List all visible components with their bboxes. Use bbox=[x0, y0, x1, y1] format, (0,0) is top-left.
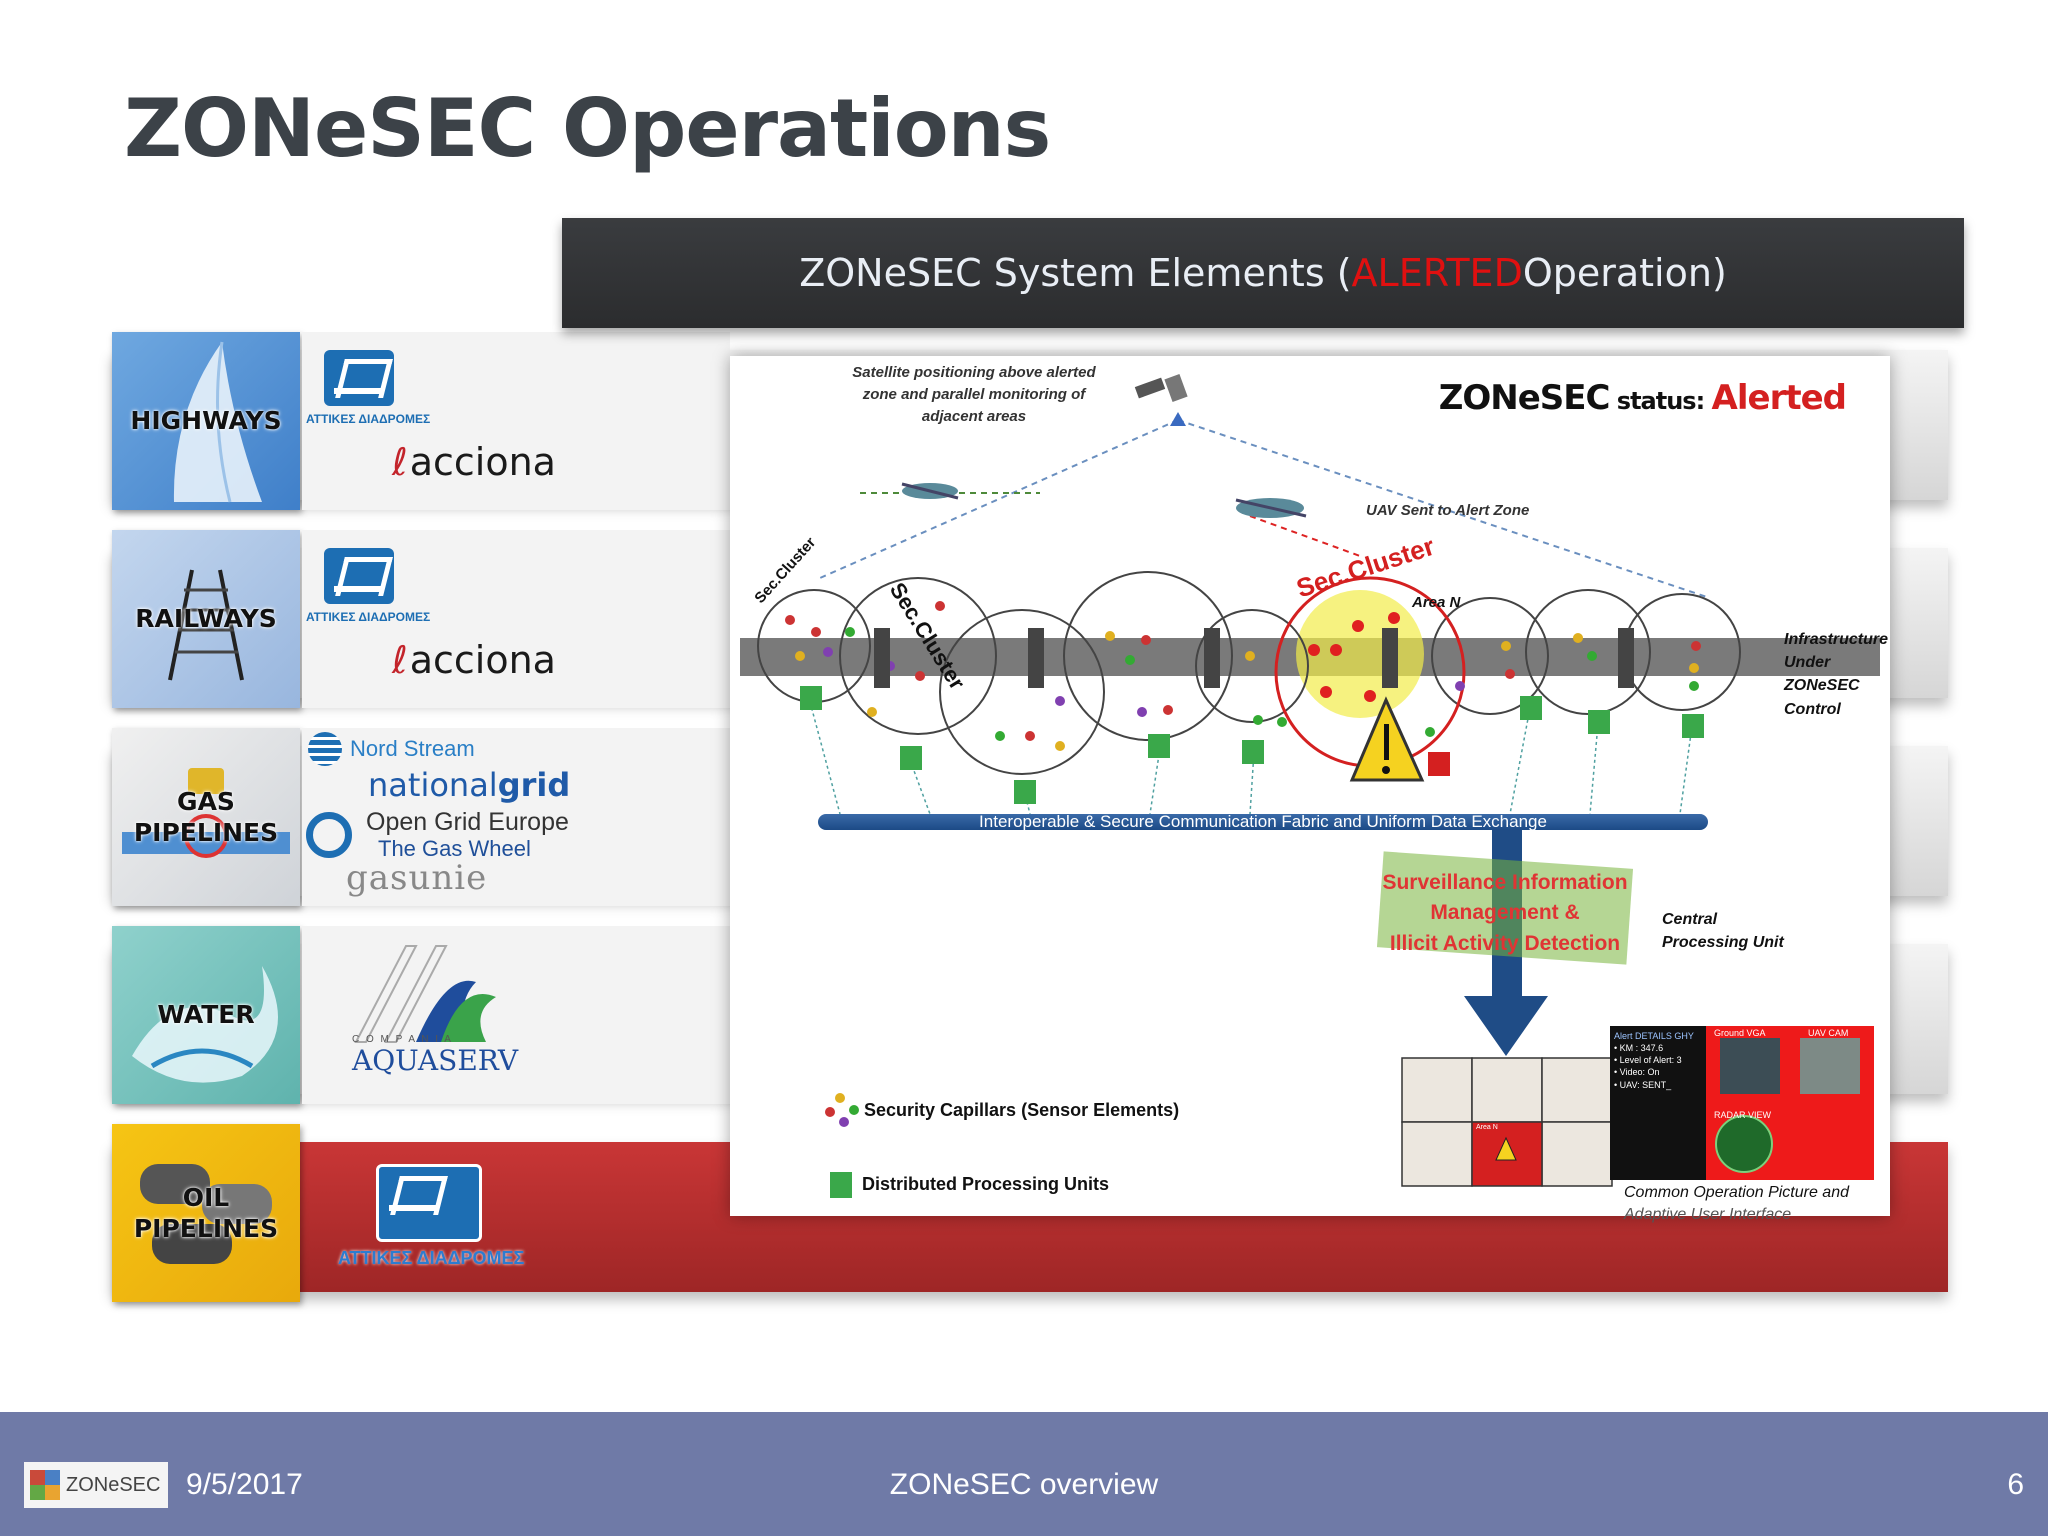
sector-logos: Nord Stream nationalgrid Open Grid Europ… bbox=[302, 728, 730, 906]
processing-units bbox=[800, 686, 1704, 804]
compania-text: C O M P A N I A bbox=[352, 1034, 453, 1045]
cop-radar-label: RADAR VIEW bbox=[1714, 1110, 1772, 1120]
railway-track-icon bbox=[168, 569, 244, 681]
footer-title: ZONeSEC overview bbox=[889, 1468, 1159, 1501]
header-suffix: Operation) bbox=[1522, 251, 1727, 295]
footer-date: 9/5/2017 bbox=[186, 1468, 303, 1501]
open-grid-europe-logo: Open Grid Europe bbox=[366, 808, 569, 836]
legend-security-capillars: Security Capillars (Sensor Elements) bbox=[864, 1100, 1180, 1120]
aquaserv-emblem bbox=[354, 945, 496, 1043]
diagram-graphics bbox=[740, 373, 1880, 1198]
pipeline-valves bbox=[874, 628, 1634, 688]
nord-stream-logo: Nord Stream bbox=[350, 736, 475, 761]
attikes-diadromes-logo bbox=[324, 350, 394, 406]
sector-logos: ΑΤΤΙΚΕΣ ΔΙΑΔΡΟΜΕΣ ℓacciona bbox=[302, 332, 730, 510]
national-grid-logo: nationalgrid bbox=[368, 766, 571, 804]
sector-label: HIGHWAYS bbox=[130, 406, 282, 436]
cop-alert-details: Alert DETAILS GHY • KM : 347.6• Level of… bbox=[1614, 1031, 1694, 1090]
acciona-logo: ℓacciona bbox=[392, 440, 556, 484]
cop-uav-cam-label: UAV CAM bbox=[1808, 1028, 1849, 1038]
system-elements-header: ZONeSEC System Elements (ALERTED Operati… bbox=[562, 218, 1964, 328]
oil-pipes-icon bbox=[140, 1164, 272, 1264]
legend-distributed-processing-units: Distributed Processing Units bbox=[862, 1174, 1110, 1194]
cop-warning-icon bbox=[1495, 1136, 1517, 1161]
sector-logos: ΑΤΤΙΚΕΣ ΔΙΑΔΡΟΜΕΣ bbox=[302, 1124, 730, 1302]
sector-logos: ΑΤΤΙΚΕΣ ΔΙΑΔΡΟΜΕΣ ℓacciona bbox=[302, 530, 730, 708]
open-grid-europe-icon bbox=[306, 812, 352, 858]
railways-tile: RAILWAYS bbox=[112, 530, 300, 708]
cop-details-pane bbox=[1610, 1026, 1706, 1180]
attikes-diadromes-text: ΑΤΤΙΚΕΣ ΔΙΑΔΡΟΜΕΣ bbox=[338, 1248, 525, 1268]
area-label: Area N bbox=[1412, 594, 1461, 611]
uav-icon bbox=[1235, 498, 1307, 518]
legend-dpu-icon bbox=[830, 1172, 852, 1198]
page-number: 6 bbox=[2007, 1468, 2024, 1501]
sector-label: WATER bbox=[157, 1000, 255, 1030]
attikes-diadromes-text: ΑΤΤΙΚΕΣ ΔΙΑΔΡΟΜΕΣ bbox=[306, 610, 431, 624]
acciona-logo: ℓacciona bbox=[392, 638, 556, 682]
water-splash-icon bbox=[132, 966, 278, 1083]
sector-label: GAS PIPELINES bbox=[133, 786, 279, 847]
water-tile: WATER bbox=[112, 926, 300, 1104]
sector-logos: C O M P A N I A AQUASERV bbox=[302, 926, 730, 1104]
gas-valve-icon bbox=[122, 768, 290, 858]
aquaserv-logo: AQUASERV bbox=[352, 1044, 519, 1077]
nord-stream-icon bbox=[308, 732, 342, 766]
highways-tile: HIGHWAYS bbox=[112, 332, 300, 510]
cop-grid bbox=[1401, 1057, 1613, 1187]
sensor-dots bbox=[785, 601, 1701, 751]
uav-camera-view bbox=[1800, 1038, 1860, 1094]
attikes-diadromes-logo bbox=[324, 548, 394, 604]
slide-title: ZONeSEC Operations bbox=[124, 82, 1051, 175]
satellite-link bbox=[819, 419, 1179, 579]
communication-fabric: Interoperable & Secure Communication Fab… bbox=[818, 813, 1708, 830]
legend-sensor-dots bbox=[825, 1093, 859, 1127]
uav-alert-link bbox=[1249, 515, 1361, 557]
header-alert-word: ALERTED bbox=[1351, 251, 1523, 295]
gas-pipelines-tile: GAS PIPELINES bbox=[112, 728, 300, 906]
attikes-diadromes-text: ΑΤΤΙΚΕΣ ΔΙΑΔΡΟΜΕΣ bbox=[306, 412, 431, 426]
satellite-link bbox=[1177, 419, 1711, 599]
slide-footer: ZONeSEC 9/5/2017 ZONeSEC overview 6 bbox=[0, 1412, 2048, 1536]
cop-area-label: Area N bbox=[1476, 1124, 1498, 1131]
oil-pipelines-tile: OIL PIPELINES bbox=[112, 1124, 300, 1302]
header-prefix: ZONeSEC System Elements ( bbox=[799, 251, 1352, 295]
warning-icon bbox=[1349, 696, 1425, 782]
zonesec-logo-icon bbox=[30, 1470, 60, 1500]
alert-processing-unit bbox=[1428, 752, 1450, 776]
footer-logo: ZONeSEC bbox=[24, 1462, 168, 1508]
gas-wheel-logo: The Gas Wheel bbox=[378, 836, 531, 861]
sector-label: RAILWAYS bbox=[135, 604, 277, 634]
gasunie-logo: gasunie bbox=[346, 858, 488, 898]
ground-camera-view bbox=[1720, 1038, 1780, 1094]
zonesec-status: ZONeSEC status: Alerted bbox=[1438, 378, 1847, 418]
satellite-icon bbox=[1134, 373, 1188, 426]
cop-ground-label: Ground VGA bbox=[1714, 1028, 1766, 1038]
radar-view bbox=[1715, 1115, 1773, 1173]
security-clusters bbox=[757, 571, 1741, 775]
uav-alert-note: UAV Sent to Alert Zone bbox=[1366, 502, 1530, 519]
footer-logo-text: ZONeSEC bbox=[66, 1473, 161, 1496]
sail-icon bbox=[173, 341, 262, 503]
sector-label: OIL PIPELINES bbox=[133, 1182, 279, 1243]
uav-icon bbox=[901, 482, 959, 500]
attikes-diadromes-logo bbox=[376, 1164, 482, 1242]
